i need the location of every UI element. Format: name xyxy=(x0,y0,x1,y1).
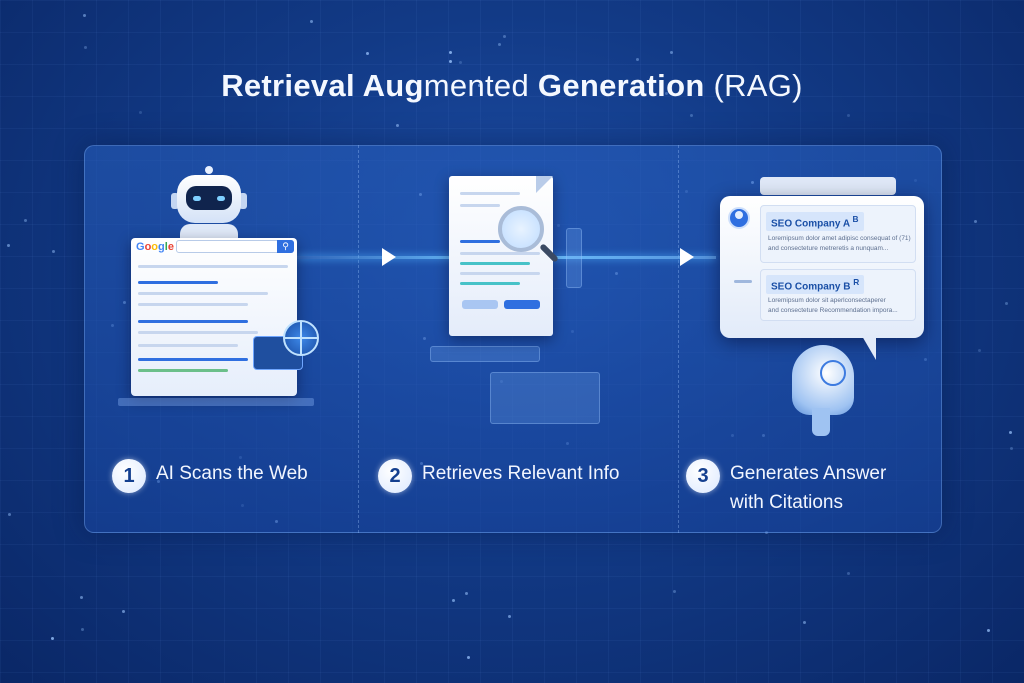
particle xyxy=(690,114,693,117)
particle xyxy=(24,219,27,222)
arrow-right-icon xyxy=(382,248,396,266)
document-icon xyxy=(449,176,553,336)
particle xyxy=(847,114,850,117)
step-label: AI Scans the Web xyxy=(156,463,308,484)
particle xyxy=(987,629,990,632)
step-2: 2 Retrieves Relevant Info xyxy=(378,459,620,493)
particle xyxy=(7,244,10,247)
particle xyxy=(449,60,452,63)
background-panel xyxy=(430,346,540,362)
particle xyxy=(673,590,676,593)
arrow-right-icon xyxy=(680,248,694,266)
particle xyxy=(465,592,468,595)
step-number: 3 xyxy=(686,459,720,493)
particle xyxy=(803,621,806,624)
particle xyxy=(452,599,455,602)
device-base xyxy=(118,398,314,406)
step-number: 1 xyxy=(112,459,146,493)
step-label: Retrieves Relevant Info xyxy=(422,463,620,484)
step-divider-2 xyxy=(678,145,679,533)
particle xyxy=(396,124,399,127)
background-panel xyxy=(566,228,582,288)
search-browser-window xyxy=(131,238,297,396)
particle xyxy=(1005,302,1008,305)
particle xyxy=(1009,431,1012,434)
particle xyxy=(467,656,470,659)
page-title: Retrieval Augmented Generation (RAG) xyxy=(221,68,803,103)
search-engine-logo: Google xyxy=(136,241,174,253)
particle xyxy=(310,20,313,23)
particle xyxy=(670,51,673,54)
citation-title: SEO Company B R xyxy=(766,275,865,295)
particle xyxy=(503,35,506,38)
particle xyxy=(978,349,981,352)
particle xyxy=(52,250,55,253)
particle xyxy=(8,513,11,516)
particle xyxy=(366,52,369,55)
document-fold xyxy=(536,176,553,193)
particle xyxy=(139,111,142,114)
magnifier-icon: ⚲ xyxy=(277,240,294,253)
particle xyxy=(847,572,850,575)
step-divider-1 xyxy=(358,145,359,533)
link-line xyxy=(734,280,752,283)
particle xyxy=(459,61,462,64)
particle xyxy=(84,46,87,49)
particle xyxy=(81,628,84,631)
particle xyxy=(122,610,125,613)
result-card xyxy=(253,336,303,370)
step-label: Generates Answer with Citations xyxy=(730,463,887,513)
particle xyxy=(83,14,86,17)
particle xyxy=(636,58,639,61)
doc-button xyxy=(462,300,498,309)
bubble-tail xyxy=(862,336,876,360)
citation-card-back xyxy=(760,177,896,195)
step-number: 2 xyxy=(378,459,412,493)
particle xyxy=(478,84,481,87)
particle xyxy=(1010,447,1013,450)
particle xyxy=(449,51,452,54)
step-1: 1 AI Scans the Web xyxy=(112,459,308,493)
citation-title: SEO Company A B xyxy=(766,212,864,232)
particle xyxy=(665,92,668,95)
particle xyxy=(80,596,83,599)
particle xyxy=(508,615,511,618)
particle xyxy=(51,637,54,640)
doc-button xyxy=(504,300,540,309)
particle xyxy=(974,220,977,223)
citation-text: Loremipsum dolor amet adipisc consequat … xyxy=(768,235,911,252)
background-panel xyxy=(490,372,600,424)
step-3: 3 Generates Answer with Citations xyxy=(686,459,920,517)
particle xyxy=(498,43,501,46)
